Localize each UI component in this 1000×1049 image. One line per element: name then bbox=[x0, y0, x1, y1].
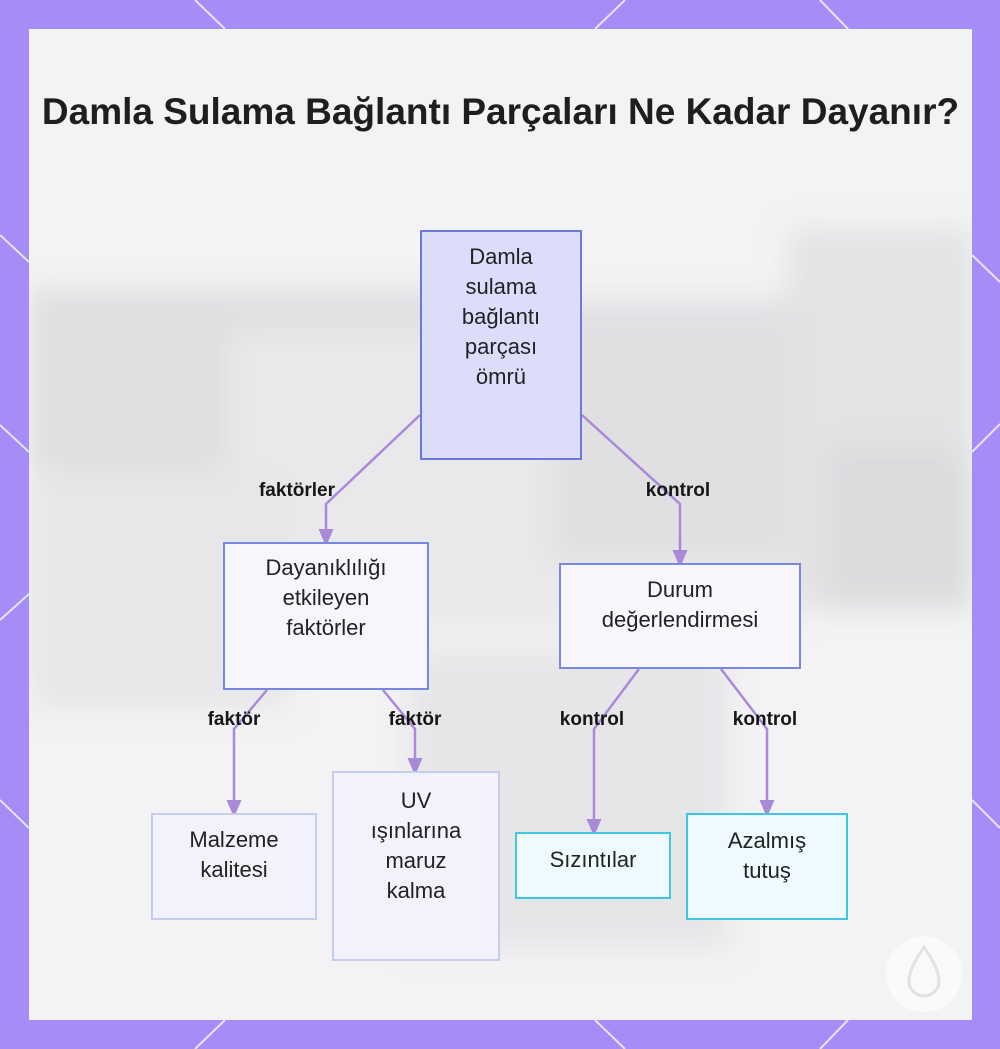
edge-label-control-grip: kontrol bbox=[732, 709, 798, 730]
node-text-line: UV bbox=[400, 788, 432, 813]
node-text-line: Dayanıklılığı bbox=[265, 555, 387, 580]
node-text-line: parçası bbox=[464, 334, 538, 359]
diagram-edges bbox=[226, 414, 775, 837]
node-text-line: ışınlarına bbox=[370, 818, 462, 843]
node-leaks: Sızıntılar bbox=[515, 832, 671, 899]
node-text-line: sulama bbox=[465, 274, 537, 299]
diagram-title: Damla Sulama Bağlantı Parçaları Ne Kadar… bbox=[41, 91, 960, 132]
node-text-line: değerlendirmesi bbox=[601, 607, 759, 632]
node-text-line: faktörler bbox=[286, 615, 366, 640]
node-text-line: ömrü bbox=[475, 364, 527, 389]
droplet-icon bbox=[886, 936, 962, 1012]
edge-factors-to-uv bbox=[382, 689, 423, 776]
edge-assessment-to-grip bbox=[720, 668, 775, 818]
edge-label-factors: faktörler bbox=[258, 480, 336, 501]
node-lifespan: Damla sulama bağlantı parçası ömrü bbox=[420, 230, 582, 460]
node-text-line: etkileyen bbox=[282, 585, 370, 610]
node-text-line: Damla bbox=[469, 244, 533, 269]
edge-label-control-leaks: kontrol bbox=[559, 709, 625, 730]
node-text-line: kalitesi bbox=[200, 857, 268, 882]
edge-factors-to-material bbox=[226, 689, 268, 818]
edge-label-control: kontrol bbox=[645, 480, 711, 501]
node-text-line: bağlantı bbox=[461, 304, 541, 329]
node-condition-assessment: Durum değerlendirmesi bbox=[559, 563, 801, 669]
node-uv-exposure: UV ışınlarına maruz kalma bbox=[332, 771, 500, 961]
edge-label-factor-uv: faktör bbox=[388, 709, 442, 730]
edge-root-to-factors bbox=[318, 414, 421, 547]
node-text-line: Sızıntılar bbox=[549, 847, 637, 872]
diagram-card: Damla Sulama Bağlantı Parçaları Ne Kadar… bbox=[29, 29, 972, 1020]
node-durability-factors: Dayanıklılığı etkileyen faktörler bbox=[223, 542, 429, 690]
node-reduced-grip: Azalmış tutuş bbox=[686, 813, 848, 920]
edge-assessment-to-leaks bbox=[586, 668, 640, 837]
node-material-quality: Malzeme kalitesi bbox=[151, 813, 317, 920]
edge-root-to-assessment bbox=[581, 414, 688, 568]
edge-label-factor-material: faktör bbox=[207, 709, 261, 730]
node-text-line: Durum bbox=[646, 577, 713, 602]
node-text-line: Azalmış bbox=[727, 828, 807, 853]
node-text-line: kalma bbox=[386, 878, 446, 903]
node-text-line: Malzeme bbox=[189, 827, 279, 852]
node-text-line: tutuş bbox=[743, 858, 791, 883]
node-text-line: maruz bbox=[385, 848, 447, 873]
